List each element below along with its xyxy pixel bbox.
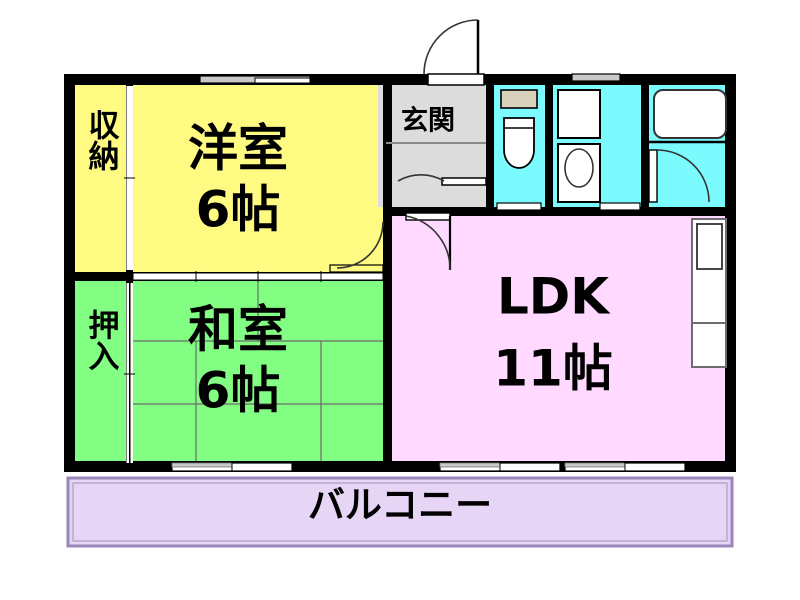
toilet-bowl — [503, 117, 535, 169]
label-western-room: 洋室 — [188, 120, 288, 178]
closet-sliding-doors — [124, 86, 135, 463]
window-washroom — [571, 73, 621, 82]
washing-machine-space — [557, 89, 601, 139]
tatami-grid — [133, 281, 383, 465]
entrance-detail — [386, 19, 487, 186]
western-room-door — [329, 221, 384, 273]
label-western-room-size: 6帖 — [196, 181, 281, 239]
bathroom-fixtures — [648, 89, 732, 203]
toilet-door-threshold — [496, 202, 542, 211]
label-entrance: 玄関 — [401, 105, 455, 137]
toilet-tank — [500, 89, 538, 109]
ldk-door — [405, 212, 452, 271]
label-ldk: LDK — [497, 268, 611, 326]
wall-toilet-washroom — [545, 84, 553, 207]
kitchen-counter — [691, 218, 727, 368]
room-balcony — [66, 476, 734, 548]
wall-western-right-upper — [383, 84, 392, 207]
western-room-door-arc — [336, 221, 384, 269]
bathtub — [653, 89, 727, 139]
balcony-openings — [171, 461, 686, 472]
wall-top-entrance-left — [392, 74, 428, 85]
label-balcony: バルコニー — [308, 484, 492, 527]
entrance-hall-door-leaf — [441, 177, 487, 186]
label-japanese-room-size: 6帖 — [196, 362, 281, 420]
balcony-sliding-ldk-a-sash — [439, 462, 501, 468]
room-labels: 収納 洋室 6帖 押入 和室 6帖 LDK 11帖 玄関 バルコニー — [83, 105, 613, 527]
label-closet-upper: 収納 — [83, 109, 120, 171]
front-door-swing-arc — [423, 19, 479, 75]
entrance-hall-door-arc — [397, 174, 445, 182]
balcony-floor — [66, 476, 734, 548]
western-room-door-threshold — [329, 264, 384, 273]
ldk-door-arc — [405, 215, 451, 271]
room-fill-entrance — [378, 84, 488, 207]
window-western — [199, 75, 311, 84]
bathroom-door-leaf — [648, 149, 658, 203]
window-western-sash — [254, 77, 311, 84]
room-fill-closet-upper — [72, 84, 126, 272]
wall-entrance-toilet — [486, 84, 494, 207]
wall-washroom-bathroom — [641, 84, 649, 207]
oshiire-slider-leaf-b — [130, 283, 133, 463]
wall-wet-block-bottom — [392, 207, 736, 216]
wall-rooms-right — [383, 207, 392, 472]
washroom-fixtures — [557, 73, 641, 211]
oshiire-slider-leaf-a — [126, 283, 129, 463]
front-door-threshold — [427, 73, 485, 86]
balcony-inner-line — [72, 482, 728, 542]
washitsu-fusuma — [132, 271, 384, 282]
vanity-basin — [564, 148, 594, 188]
wall-right-outer — [725, 74, 736, 472]
kitchen-stove — [696, 223, 723, 270]
label-oshiire: 押入 — [83, 309, 120, 371]
bathroom-door-arc — [656, 149, 710, 203]
label-japanese-room: 和室 — [188, 301, 288, 359]
label-ldk-size: 11帖 — [493, 340, 613, 398]
washroom-door-threshold — [599, 202, 641, 211]
balcony-sliding-ldk-b-sash — [564, 462, 626, 468]
toilet-fixture — [496, 89, 542, 211]
wall-bottom-right — [392, 461, 736, 472]
room-fill-oshiire — [72, 281, 126, 465]
balcony-sliding-washitsu-sash — [171, 462, 233, 468]
ldk-door-threshold — [405, 212, 451, 221]
wall-oshiire-divider — [126, 281, 133, 465]
room-fill-western-room — [133, 84, 383, 272]
